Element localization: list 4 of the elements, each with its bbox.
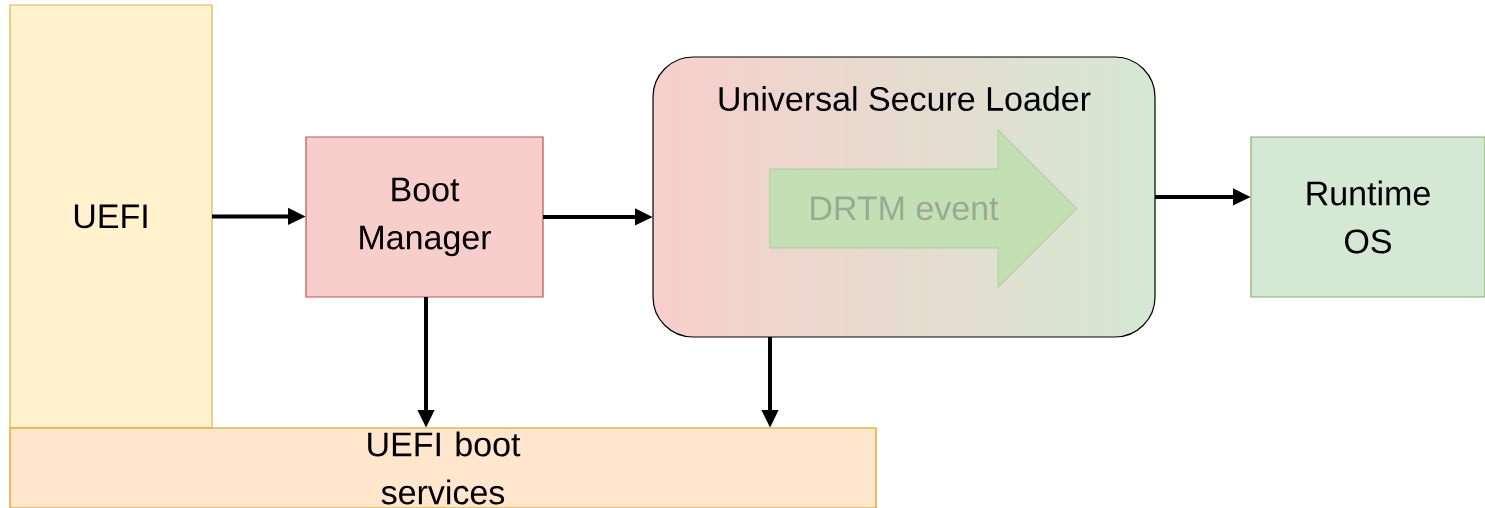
services-band: UEFI boot services xyxy=(9,427,877,508)
firmware-box: UEFI xyxy=(9,4,213,429)
process-box: Runtime OS xyxy=(1250,136,1485,298)
process-box: Boot Manager xyxy=(305,136,544,298)
